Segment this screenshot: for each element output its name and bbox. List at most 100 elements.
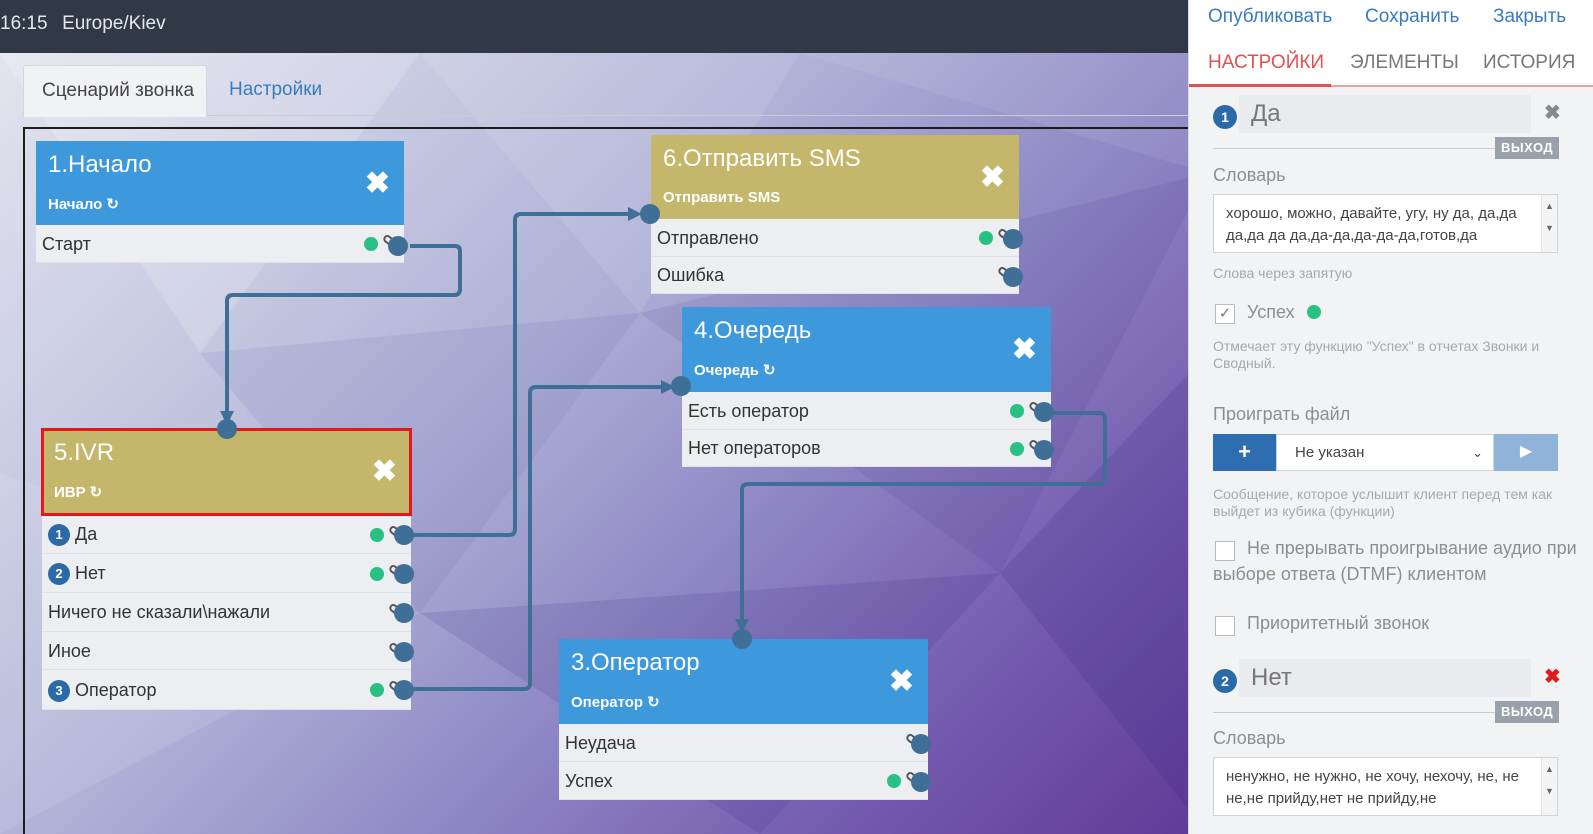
close-icon[interactable]: ✖ (364, 167, 390, 200)
play-file-label: Проиграть файл (1213, 404, 1351, 424)
no-interrupt-label: Не прерывать проигрывание аудио при выбо… (1213, 538, 1577, 584)
output-number-badge: 2 (48, 563, 70, 585)
node-header[interactable]: 5.IVR ИВР↻ ✖ (42, 429, 411, 515)
top-bar: 16:15 Europe/Kiev (0, 0, 1208, 53)
node-header[interactable]: 4.Очередь Очередь↻ ✖ (682, 307, 1051, 392)
output-port[interactable] (911, 734, 931, 754)
output-port[interactable] (1034, 402, 1054, 422)
panel-tabs: НАСТРОЙКИ ЭЛЕМЕНТЫ ИСТОРИЯ (1189, 40, 1593, 87)
close-icon[interactable]: ✖ (888, 665, 914, 698)
close-icon[interactable]: ✖ (371, 455, 397, 488)
priority-checkbox[interactable] (1215, 616, 1235, 636)
node-output-row: Неудача (559, 724, 928, 762)
play-file-hint: Сообщение, которое услышит клиент перед … (1213, 486, 1553, 519)
success-dot (370, 528, 384, 542)
panel-actions: Опубликовать Сохранить Закрыть (1189, 0, 1593, 40)
success-dot (370, 683, 384, 697)
close-icon[interactable]: ✖ (979, 161, 1005, 194)
active-tab-underline (1189, 84, 1331, 87)
node-output-row: Отправлено (651, 219, 1019, 257)
success-dot (370, 567, 384, 581)
divider (1213, 712, 1495, 713)
textarea-scrollbar[interactable]: ▲▼ (1541, 758, 1557, 815)
node-header[interactable]: 6.Отправить SMS Отправить SMS ✖ (651, 135, 1019, 219)
no-interrupt-checkbox[interactable] (1215, 541, 1235, 561)
canvas-frame (23, 127, 1208, 834)
output-port[interactable] (394, 564, 414, 584)
node-title: 6.Отправить SMS (663, 145, 861, 172)
refresh-icon[interactable]: ↻ (106, 196, 119, 213)
dictionary-label: Словарь (1213, 728, 1286, 748)
node-subtitle: ИВР↻ (54, 484, 103, 501)
success-dot (1010, 442, 1024, 456)
node-title: 1.Начало (48, 151, 152, 178)
node-output-row: Есть оператор (682, 392, 1051, 430)
clock-time: 16:15 (0, 13, 48, 34)
exit-badge: ВЫХОД (1495, 701, 1560, 723)
node-send-sms[interactable]: 6.Отправить SMS Отправить SMS ✖ Отправле… (640, 135, 1023, 294)
add-file-button[interactable]: + (1213, 434, 1276, 471)
output-port[interactable] (1034, 440, 1054, 460)
item-name-field[interactable]: Да (1239, 95, 1531, 133)
node-output-row: Старт (36, 225, 404, 263)
output-port[interactable] (394, 642, 414, 662)
output-port[interactable] (1003, 229, 1023, 249)
dictionary-textarea[interactable]: ненужно, не нужно, не хочу, нехочу, не, … (1213, 757, 1558, 816)
play-button[interactable]: ▶ (1494, 434, 1558, 471)
input-port[interactable] (671, 376, 691, 396)
output-number-badge: 3 (48, 680, 70, 702)
dictionary-textarea[interactable]: хорошо, можно, давайте, угу, ну да, да,д… (1213, 194, 1558, 253)
tab-settings[interactable]: НАСТРОЙКИ (1208, 52, 1325, 73)
success-checkbox[interactable]: ✓ (1215, 304, 1235, 324)
node-start[interactable]: 1.Начало Начало↻ ✖ Старт (36, 141, 408, 263)
node-header[interactable]: 1.Начало Начало↻ ✖ (36, 141, 404, 225)
timezone-label: Europe/Kiev (62, 13, 166, 34)
node-operator[interactable]: 3.Оператор Оператор↻ ✖ Неудача Успех (559, 629, 931, 800)
node-queue[interactable]: 4.Очередь Очередь↻ ✖ Есть оператор Нет о… (671, 307, 1054, 467)
close-icon[interactable]: ✖ (1011, 333, 1037, 366)
item-number-badge: 2 (1213, 669, 1237, 693)
input-port[interactable] (732, 629, 752, 649)
output-port[interactable] (388, 236, 408, 256)
publish-button[interactable]: Опубликовать (1208, 6, 1333, 27)
chevron-down-icon: ⌄ (1472, 445, 1483, 460)
dictionary-label: Словарь (1213, 165, 1286, 185)
divider (1213, 148, 1495, 149)
remove-item-icon[interactable]: ✖ (1544, 666, 1561, 688)
output-port[interactable] (911, 772, 931, 792)
node-output-row: Нет операторов (682, 430, 1051, 467)
success-label: Успех (1247, 302, 1295, 322)
item-number-badge: 1 (1213, 105, 1237, 129)
output-port[interactable] (394, 603, 414, 623)
output-port[interactable] (394, 680, 414, 700)
priority-label: Приоритетный звонок (1247, 613, 1430, 633)
item-name-field[interactable]: Нет (1239, 659, 1531, 697)
tab-history[interactable]: ИСТОРИЯ (1483, 52, 1576, 73)
success-dot (979, 231, 993, 245)
tab-settings[interactable]: Настройки (229, 79, 323, 100)
tab-elements[interactable]: ЭЛЕМЕНТЫ (1350, 52, 1459, 73)
node-title: 4.Очередь (694, 317, 812, 344)
save-button[interactable]: Сохранить (1365, 6, 1460, 27)
node-title: 3.Оператор (571, 649, 700, 676)
node-subtitle: Оператор↻ (571, 694, 660, 711)
exit-badge: ВЫХОД (1495, 137, 1560, 159)
refresh-icon[interactable]: ↻ (89, 484, 103, 501)
textarea-scrollbar[interactable]: ▲▼ (1541, 195, 1557, 252)
input-port[interactable] (640, 204, 660, 224)
refresh-icon[interactable]: ↻ (647, 694, 660, 711)
success-dot (364, 237, 378, 251)
close-button[interactable]: Закрыть (1493, 6, 1567, 27)
tab-call-scenario[interactable]: Сценарий звонка (23, 65, 207, 117)
output-port[interactable] (394, 525, 414, 545)
node-output-row: Ошибка (651, 257, 1019, 294)
refresh-icon[interactable]: ↻ (762, 362, 776, 379)
remove-item-icon[interactable]: ✖ (1544, 102, 1561, 124)
file-select[interactable]: Не указан ⌄ (1276, 434, 1494, 471)
input-port[interactable] (217, 419, 237, 439)
node-header[interactable]: 3.Оператор Оператор↻ ✖ (559, 639, 928, 724)
output-port[interactable] (1003, 267, 1023, 287)
node-subtitle: Очередь↻ (694, 362, 776, 379)
